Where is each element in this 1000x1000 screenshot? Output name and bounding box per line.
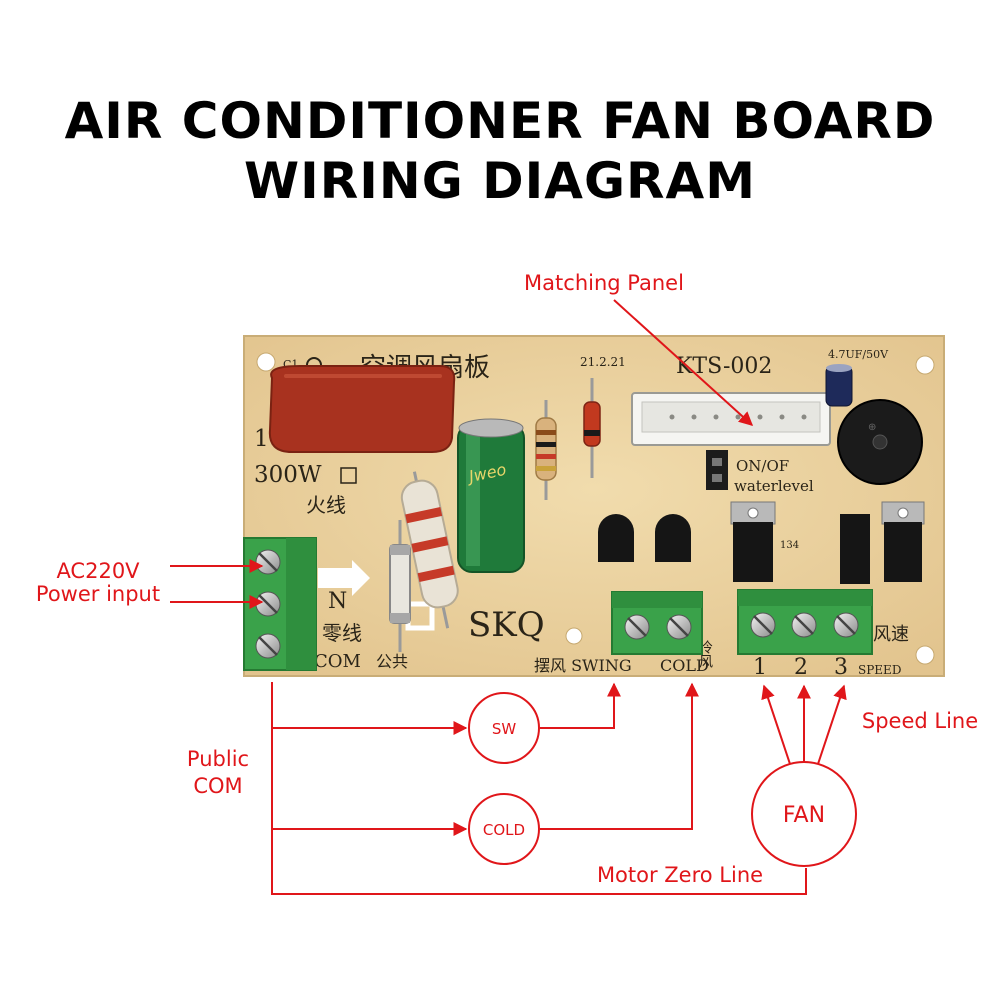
fuse	[389, 520, 411, 652]
cold-circle	[468, 793, 540, 865]
public-label: Public	[187, 747, 249, 771]
buzzer: ⊕	[837, 399, 923, 485]
board-model: KTS-002	[676, 354, 772, 379]
resistor-small	[535, 400, 557, 500]
mount-hole	[915, 355, 935, 375]
power-terminal-block	[243, 537, 317, 671]
water-level-jumper	[706, 450, 728, 490]
power-resistor	[400, 471, 459, 629]
swing-label: 摆风 SWING	[534, 656, 632, 675]
small-capacitor	[825, 364, 853, 407]
speed-line-3	[817, 684, 847, 765]
diode	[583, 378, 601, 478]
cold-label: COLD	[660, 656, 709, 675]
speed-cn-label: 风速	[873, 624, 909, 645]
transistor-q1	[598, 514, 634, 562]
com-cn-label: 公共	[376, 652, 408, 671]
speed-terminal-block	[737, 589, 873, 655]
transistor-q2	[655, 514, 691, 562]
fan-circle	[751, 761, 857, 867]
swing-cold-terminal-block	[611, 591, 703, 655]
waterlevel-label: waterlevel	[734, 477, 814, 495]
board-date: 21.2.21	[580, 355, 626, 369]
fan-label: FAN	[783, 803, 825, 828]
x-capacitor	[268, 365, 456, 453]
live-label: 火线	[306, 493, 346, 517]
pcb-board: C1 空调风扇板 21.2.21 KTS-002 4.7UF/50V C6 10…	[243, 335, 945, 680]
mount-hole	[256, 352, 276, 372]
neutral-letter: N	[328, 589, 347, 614]
speed-line-label: Speed Line	[862, 709, 978, 733]
speed-num-3: 3	[834, 655, 848, 680]
public-com-label: COM	[193, 774, 242, 798]
cap-value: 4.7UF/50V	[828, 348, 889, 361]
on-of-label: ON/OF	[736, 457, 789, 475]
sw-label: SW	[492, 720, 517, 738]
cold-to-terminal-wire	[540, 682, 699, 830]
wiring-annotations	[170, 299, 857, 895]
speed-label: SPEED	[858, 663, 901, 677]
ac220v-label: AC220V	[56, 559, 140, 583]
com-trunk-wire	[271, 682, 807, 895]
speed-num-1: 1	[753, 655, 767, 680]
mount-hole	[565, 627, 583, 645]
com-label: COM	[314, 651, 361, 672]
triac-2	[840, 514, 870, 584]
brand-skq: SKQ	[468, 605, 545, 645]
silkscreen-arrow	[318, 560, 370, 596]
triac-1	[730, 501, 776, 582]
svg-text:⊕: ⊕	[868, 422, 876, 433]
speed-line-1	[761, 684, 791, 765]
power-input-label: Power input	[36, 582, 160, 606]
matching-panel-label: Matching Panel	[524, 271, 684, 295]
mount-hole	[915, 645, 935, 665]
panel-connector	[631, 392, 831, 446]
neutral-label: 零线	[322, 621, 362, 645]
power-300w: 300W	[254, 462, 322, 488]
sw-to-swing-wire	[540, 682, 621, 729]
triac-3	[881, 501, 925, 582]
title-line-2: WIRING DIAGRAM	[244, 152, 756, 210]
speed-num-2: 2	[794, 655, 808, 680]
matching-panel-arrow	[613, 299, 754, 426]
motor-zero-line-label: Motor Zero Line	[597, 863, 763, 887]
electrolytic-capacitor: Jweo	[457, 418, 525, 573]
sw-circle	[468, 692, 540, 764]
title-line-1: AIR CONDITIONER FAN BOARD	[64, 92, 936, 150]
checkbox-300w	[340, 467, 357, 484]
triac-label: 134	[780, 540, 799, 551]
cold-circle-label: COLD	[483, 821, 525, 839]
